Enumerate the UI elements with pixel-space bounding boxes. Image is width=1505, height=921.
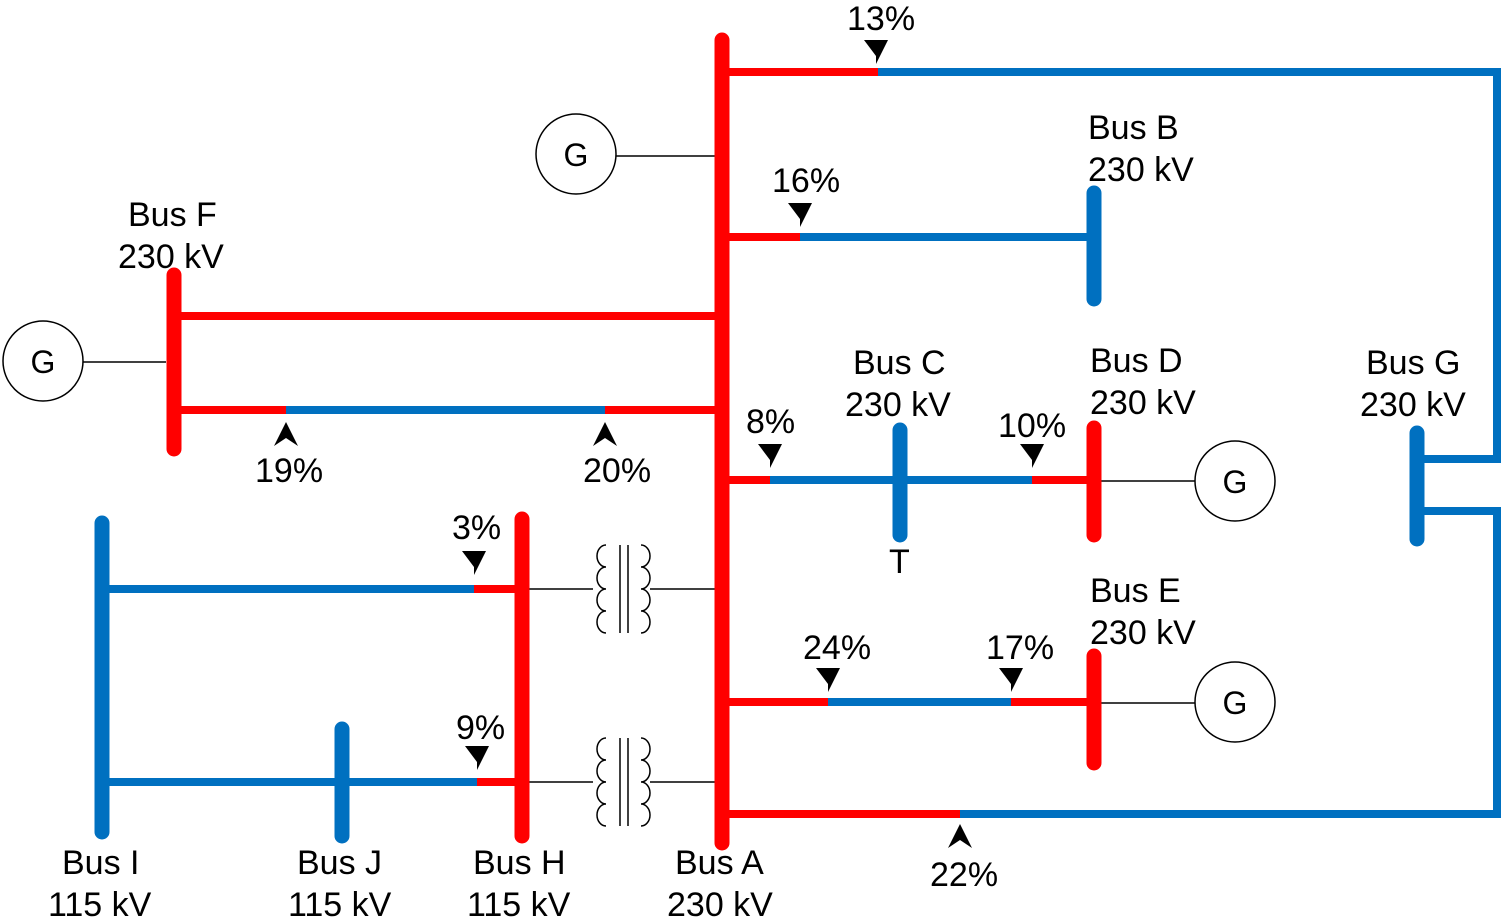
- bus-i-label: Bus I 115 kV: [48, 844, 152, 921]
- arrow-up-icon: [274, 422, 298, 446]
- loading-label-f-a-right: 20%: [583, 452, 651, 490]
- bus-f-label: Bus F 230 kV: [118, 196, 224, 276]
- bus-b-label: Bus B 230 kV: [1088, 109, 1194, 189]
- transformer-upper: [522, 544, 722, 634]
- bus-c-label: Bus C 230 kV: [845, 344, 951, 424]
- generator-f-label: G: [31, 344, 56, 380]
- arrow-down-icon: [758, 444, 782, 468]
- svg-text:230 kV: 230 kV: [667, 886, 773, 921]
- bus-d-label: Bus D 230 kV: [1090, 342, 1196, 422]
- loading-label-c-d: 10%: [998, 407, 1066, 445]
- loading-label-i-h: 3%: [452, 509, 501, 547]
- loading-label-a-e-right: 17%: [986, 629, 1054, 667]
- arrow-down-icon: [999, 668, 1023, 692]
- loading-label-a-g-top: 13%: [847, 0, 915, 38]
- loading-label-a-g-bottom: 22%: [930, 856, 998, 894]
- generator-d: G: [1194, 440, 1276, 522]
- svg-text:Bus B: Bus B: [1088, 109, 1179, 147]
- svg-text:115 kV: 115 kV: [48, 886, 152, 921]
- arrow-up-icon: [593, 422, 617, 446]
- arrow-down-icon: [788, 203, 812, 227]
- svg-text:230 kV: 230 kV: [1088, 151, 1194, 189]
- arrow-down-icon: [864, 40, 888, 64]
- loading-label-f-a-left: 19%: [255, 452, 323, 490]
- svg-text:Bus E: Bus E: [1090, 572, 1181, 610]
- bus-j-label: Bus J 115 kV: [288, 844, 392, 921]
- svg-text:230 kV: 230 kV: [1360, 386, 1466, 424]
- loading-label-a-c: 8%: [746, 403, 795, 441]
- transformer-lower: [522, 737, 722, 827]
- svg-text:115 kV: 115 kV: [288, 886, 392, 921]
- generator-f: G: [2, 320, 84, 402]
- arrow-down-icon: [816, 668, 840, 692]
- loading-label-a-b: 16%: [772, 162, 840, 200]
- svg-text:230 kV: 230 kV: [118, 238, 224, 276]
- svg-text:Bus J: Bus J: [297, 844, 382, 882]
- svg-text:230 kV: 230 kV: [845, 386, 951, 424]
- svg-text:230 kV: 230 kV: [1090, 384, 1196, 422]
- svg-text:Bus C: Bus C: [853, 344, 946, 382]
- svg-text:Bus F: Bus F: [128, 196, 217, 234]
- bus-h-label: Bus H 115 kV: [467, 844, 571, 921]
- svg-text:Bus A: Bus A: [675, 844, 764, 882]
- arrow-down-icon: [1020, 444, 1044, 468]
- bus-e-label: Bus E 230 kV: [1090, 572, 1196, 652]
- generator-e: G: [1194, 661, 1276, 743]
- bus-c-tag: T: [889, 543, 910, 581]
- generator-a-label: G: [564, 137, 589, 173]
- generator-d-label: G: [1223, 464, 1248, 500]
- line-a-g-bottom: [722, 507, 1501, 818]
- loading-label-j-h: 9%: [456, 709, 505, 747]
- arrow-up-icon: [948, 824, 972, 848]
- arrow-down-icon: [465, 746, 489, 770]
- arrow-down-icon: [462, 551, 486, 575]
- loading-label-a-e-left: 24%: [803, 629, 871, 667]
- bus-g-label: Bus G 230 kV: [1360, 344, 1466, 424]
- generator-a: G: [535, 113, 617, 195]
- svg-text:Bus G: Bus G: [1366, 344, 1460, 382]
- svg-text:Bus I: Bus I: [62, 844, 139, 882]
- bus-a-label: Bus A 230 kV: [667, 844, 773, 921]
- generator-e-label: G: [1223, 685, 1248, 721]
- svg-text:Bus H: Bus H: [473, 844, 566, 882]
- svg-text:230 kV: 230 kV: [1090, 614, 1196, 652]
- line-a-g-top: [722, 68, 1501, 463]
- svg-text:115 kV: 115 kV: [467, 886, 571, 921]
- svg-text:Bus D: Bus D: [1090, 342, 1183, 380]
